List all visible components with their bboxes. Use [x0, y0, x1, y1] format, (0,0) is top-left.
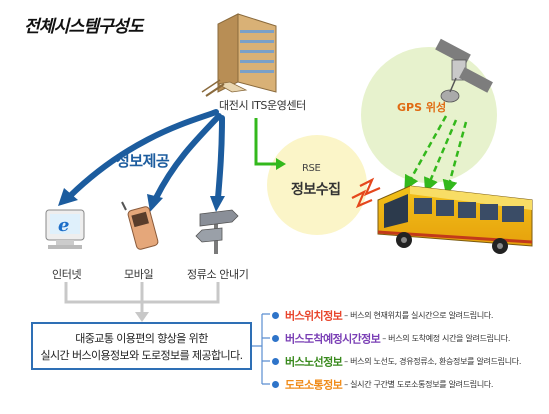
- gps-arrow-1: [404, 115, 448, 191]
- its-center-label: 대전시 ITS운영센터: [219, 99, 306, 112]
- info-arrow-stop: [215, 115, 225, 201]
- diagram-title: 전체시스템구성도: [24, 17, 144, 37]
- info-provision-label: 정보제공: [116, 152, 170, 170]
- info-item-desc: – 버스의 노선도, 경유정류소, 환승정보를 알려드립니다.: [344, 357, 522, 366]
- wireless-signal-icon: [351, 177, 381, 209]
- svg-text:e: e: [58, 215, 69, 236]
- collect-arrow-head: [276, 158, 286, 170]
- rse-title: 정보수집: [291, 182, 341, 198]
- info-item-arrival-time: 버스도착예정시간정보– 버스의 도착예정 시간을 알려드립니다.: [272, 328, 510, 348]
- internet-computer-icon: e: [45, 209, 85, 249]
- bullet-icon: [272, 358, 279, 365]
- channel-mobile-label: 모바일: [124, 268, 154, 281]
- summary-line-2: 실시간 버스이용정보와 도로정보를 제공합니다.: [40, 349, 244, 362]
- bullet-icon: [272, 335, 279, 342]
- summary-line-1: 대중교통 이용편의 향상을 위한: [75, 332, 208, 345]
- gps-arrow-2: [424, 119, 458, 193]
- info-item-desc: – 버스의 도착예정 시간을 알려드립니다.: [382, 334, 511, 343]
- rse-label: RSE: [302, 163, 321, 174]
- channel-internet-label: 인터넷: [52, 268, 82, 281]
- gps-satellite-icon: [435, 38, 493, 103]
- info-item-name: 도로소통정보: [285, 378, 343, 392]
- channel-stop-label: 정류소 안내기: [187, 268, 249, 281]
- bus-icon: [377, 185, 533, 254]
- info-item-desc: – 버스의 현재위치를 실시간으로 알려드립니다.: [344, 311, 494, 320]
- info-item-name: 버스노선정보: [285, 355, 343, 369]
- gps-label: GPS 위성: [397, 101, 447, 114]
- info-arrow-mobile-head: [147, 194, 163, 212]
- info-item-traffic: 도로소통정보– 실시간 구간별 도로소통정보를 알려드립니다.: [272, 374, 493, 394]
- bullet-icon: [272, 312, 279, 319]
- info-item-name: 버스도착예정시간정보: [285, 332, 381, 346]
- info-item-desc: – 실시간 구간별 도로소통정보를 알려드립니다.: [344, 380, 494, 389]
- info-bracket: [252, 313, 270, 385]
- collect-arrow: [254, 118, 278, 166]
- its-center-building-icon: [201, 13, 277, 97]
- info-item-bus-location: 버스위치정보– 버스의 현재위치를 실시간으로 알려드립니다.: [272, 305, 493, 325]
- info-item-route: 버스노선정보– 버스의 노선도, 경유정류소, 환승정보를 알려드립니다.: [272, 351, 521, 371]
- summary-box: 대중교통 이용편의 향상을 위한 실시간 버스이용정보와 도로정보를 제공합니다…: [31, 322, 252, 370]
- info-arrow-internet: [67, 109, 219, 199]
- gps-arrow-3: [442, 121, 468, 196]
- mobile-phone-icon: [121, 201, 159, 250]
- info-arrow-mobile: [153, 113, 222, 201]
- bullet-icon: [272, 381, 279, 388]
- info-arrow-stop-head: [210, 196, 225, 212]
- stop-signpost-icon: [195, 209, 239, 254]
- info-arrow-internet-head: [58, 188, 78, 206]
- rse-background-circle: [267, 135, 367, 235]
- summary-arrow-head: [135, 312, 149, 322]
- gps-background-circle: [361, 47, 497, 183]
- info-item-name: 버스위치정보: [285, 309, 343, 323]
